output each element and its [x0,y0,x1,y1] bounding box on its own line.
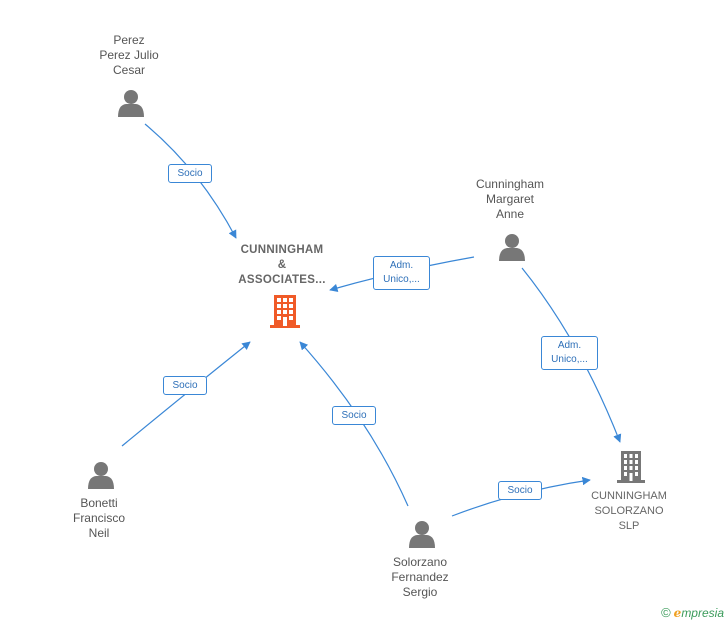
edge-label-bonetti-associates[interactable]: Socio [163,376,207,395]
edge-label-line: Unico,... [551,354,588,365]
edge-label-sergio-slp[interactable]: Socio [498,481,542,500]
node-label-line: Cesar [112,63,145,77]
node-label-line: Fernandez [391,570,449,584]
person-icon[interactable] [409,521,435,548]
edge-label-margaret-slp[interactable]: Adm. Unico,... [541,336,598,370]
node-label-perez[interactable]: Perez Perez Julio Cesar [84,33,174,78]
node-label-line: Bonetti [80,496,118,510]
node-label-solorzano-slp[interactable]: CUNNINGHAM SOLORZANO SLP [579,489,679,534]
node-label-line: Cunningham [475,177,545,191]
edge-label-line: Adm. [557,340,582,351]
edge-label-margaret-associates[interactable]: Adm. Unico,... [373,256,430,290]
building-icon[interactable] [617,451,645,483]
node-label-line: Sergio [402,585,438,599]
node-label-margaret[interactable]: Cunningham Margaret Anne [462,177,558,222]
edge-label-line: Adm. [389,260,414,271]
node-label-associates[interactable]: CUNNINGHAM & ASSOCIATES... [222,243,342,288]
person-icon[interactable] [88,462,114,489]
person-icon[interactable] [118,90,144,117]
edge-label-sergio-associates[interactable]: Socio [332,406,376,425]
node-label-sergio[interactable]: Solorzano Fernandez Sergio [370,555,470,600]
copyright-icon: © [661,605,671,620]
brand-logo-text: mpresia [681,606,724,620]
node-label-line: Perez [113,33,145,47]
node-label-line: SOLORZANO [594,505,664,517]
edge-label-line: Unico,... [383,274,420,285]
node-label-line: Anne [495,207,525,221]
node-label-line: Solorzano [392,555,448,569]
node-label-line: Margaret [485,192,535,206]
edge-label-line: Socio [177,168,203,179]
node-label-line: CUNNINGHAM [240,244,324,256]
node-label-line: Perez Julio [99,48,159,62]
node-label-line: SLP [618,520,640,532]
building-icon[interactable] [270,295,300,328]
node-label-line: CUNNINGHAM [591,490,667,502]
edge-label-perez-associates[interactable]: Socio [168,164,212,183]
node-label-line: Neil [88,526,110,540]
edge-label-line: Socio [507,485,533,496]
node-label-bonetti[interactable]: Bonetti Francisco Neil [54,496,144,541]
person-icon[interactable] [499,234,525,261]
node-label-line: ASSOCIATES... [238,274,326,286]
node-label-line: Francisco [72,511,125,525]
edge-label-line: Socio [341,410,367,421]
brand-logo-e: e [673,606,682,620]
brand-watermark: ©empresia [661,605,724,620]
edge-label-line: Socio [172,380,198,391]
node-label-line: & [277,259,287,271]
